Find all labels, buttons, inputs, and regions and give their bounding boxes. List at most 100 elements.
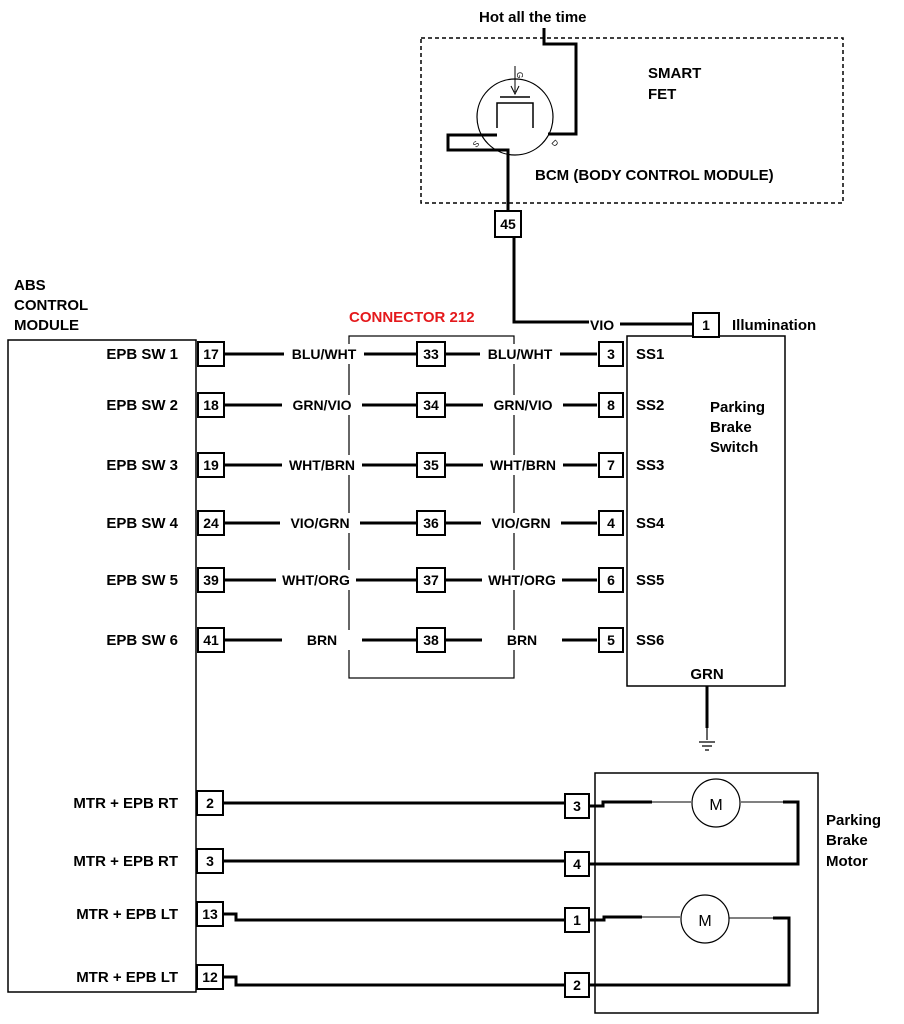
rt-motor-wire-in bbox=[590, 800, 652, 808]
fet-channel bbox=[496, 96, 534, 128]
abs-pin-box bbox=[196, 964, 224, 990]
switch-signal: SS4 bbox=[636, 515, 665, 532]
smart-fet-label-1: SMART bbox=[648, 65, 701, 82]
abs-row-label: EPB SW 4 bbox=[106, 515, 178, 532]
switch-pin: 6 bbox=[607, 572, 615, 588]
wire-label-right: BRN bbox=[507, 632, 537, 648]
abs-pin: 19 bbox=[203, 457, 219, 473]
lt-motor-return bbox=[590, 916, 791, 987]
abs-row-label: EPB SW 1 bbox=[106, 346, 178, 363]
motor-wire bbox=[224, 912, 564, 922]
switch-signal: SS5 bbox=[636, 572, 664, 589]
wire-label-bg bbox=[480, 344, 560, 364]
abs-row-label: EPB SW 5 bbox=[106, 572, 178, 589]
lt-motor-wire-in bbox=[590, 915, 642, 922]
ground-wire-label: GRN bbox=[690, 666, 723, 683]
abs-row-label: EPB SW 6 bbox=[106, 632, 178, 649]
abs-pin-box bbox=[196, 901, 224, 927]
abs-pin: 17 bbox=[203, 346, 219, 362]
connector-pin: 34 bbox=[423, 397, 439, 413]
abs-pin: 41 bbox=[203, 632, 219, 648]
bcm-pin-box bbox=[494, 210, 522, 238]
wire-label-left: VIO/GRN bbox=[290, 515, 349, 531]
fet-gate-arrow bbox=[510, 66, 520, 96]
wire-label-bg bbox=[282, 455, 362, 475]
hot-feed-wire bbox=[542, 28, 578, 136]
fet-source-label: S bbox=[471, 139, 481, 149]
switch-illum-pin-box bbox=[692, 312, 720, 338]
fet-gate-label: G bbox=[515, 72, 524, 78]
connector-title: CONNECTOR 212 bbox=[349, 309, 475, 326]
motor-pin: 2 bbox=[573, 977, 581, 993]
motor-wire bbox=[224, 975, 564, 987]
wire-label-left: BRN bbox=[307, 632, 337, 648]
wire-label-bg bbox=[481, 513, 561, 533]
wire-label-right: WHT/BRN bbox=[490, 457, 556, 473]
abs-pin: 39 bbox=[203, 572, 219, 588]
abs-row-label: MTR + EPB LT bbox=[76, 969, 178, 986]
switch-pin-box bbox=[598, 341, 624, 367]
connector-pin: 38 bbox=[423, 632, 439, 648]
connector-pin: 37 bbox=[423, 572, 439, 588]
abs-module-box bbox=[7, 339, 197, 993]
abs-row-label: EPB SW 2 bbox=[106, 397, 178, 414]
connector-pin-box bbox=[416, 510, 446, 536]
switch-signal: SS2 bbox=[636, 397, 664, 414]
rt-motor-m: M bbox=[709, 797, 722, 814]
connector-pin: 35 bbox=[423, 457, 439, 473]
abs-pin-box bbox=[197, 392, 225, 418]
abs-pin-box bbox=[197, 341, 225, 367]
motor-pin-box bbox=[564, 907, 590, 933]
wire-label-right: VIO/GRN bbox=[491, 515, 550, 531]
abs-pin: 13 bbox=[202, 906, 218, 922]
motor-pin: 3 bbox=[573, 798, 581, 814]
switch-pin-box bbox=[598, 392, 624, 418]
switch-signal: SS6 bbox=[636, 632, 664, 649]
bcm-pin: 45 bbox=[500, 216, 516, 232]
switch-title-3: Switch bbox=[710, 439, 758, 456]
wire-label-bg bbox=[483, 395, 563, 415]
vio-feed-wire bbox=[512, 237, 693, 326]
motor-row: MTR + EPB RT 2 3 bbox=[73, 790, 590, 819]
wire-label-right: BLU/WHT bbox=[488, 346, 553, 362]
connector-pin: 36 bbox=[423, 515, 439, 531]
rt-motor-return bbox=[590, 800, 800, 866]
wire-label-left: WHT/BRN bbox=[289, 457, 355, 473]
abs-pin: 2 bbox=[206, 795, 214, 811]
motor-box bbox=[594, 772, 819, 1014]
switch-pin-box bbox=[598, 627, 624, 653]
smart-fet-label-2: FET bbox=[648, 86, 676, 103]
lt-motor-lead bbox=[642, 916, 773, 919]
switch-pin-box bbox=[598, 510, 624, 536]
wire-label-bg bbox=[276, 570, 356, 590]
switch-title-1: Parking bbox=[710, 399, 765, 416]
abs-pin-box bbox=[196, 848, 224, 874]
switch-pin: 7 bbox=[607, 457, 615, 473]
abs-title-3: MODULE bbox=[14, 317, 79, 334]
wire-label-right: WHT/ORG bbox=[488, 572, 556, 588]
switch-pin: 5 bbox=[607, 632, 615, 648]
rt-motor-symbol bbox=[691, 778, 741, 828]
switch-row: EPB SW 6 BRN BRN 41 38 5 SS6 bbox=[106, 627, 664, 653]
abs-row-label: MTR + EPB LT bbox=[76, 906, 178, 923]
abs-title-1: ABS bbox=[14, 277, 46, 294]
abs-title-2: CONTROL bbox=[14, 297, 88, 314]
connector-pin-box bbox=[416, 627, 446, 653]
switch-signal: SS1 bbox=[636, 346, 664, 363]
switch-signal: SS3 bbox=[636, 457, 664, 474]
abs-pin: 18 bbox=[203, 397, 219, 413]
connector-pin-box bbox=[416, 567, 446, 593]
switch-pin: 4 bbox=[607, 515, 615, 531]
connector-pin-box bbox=[416, 392, 446, 418]
abs-row-label: MTR + EPB RT bbox=[73, 795, 178, 812]
connector-box bbox=[348, 335, 515, 679]
fet-source-wire bbox=[446, 133, 510, 210]
